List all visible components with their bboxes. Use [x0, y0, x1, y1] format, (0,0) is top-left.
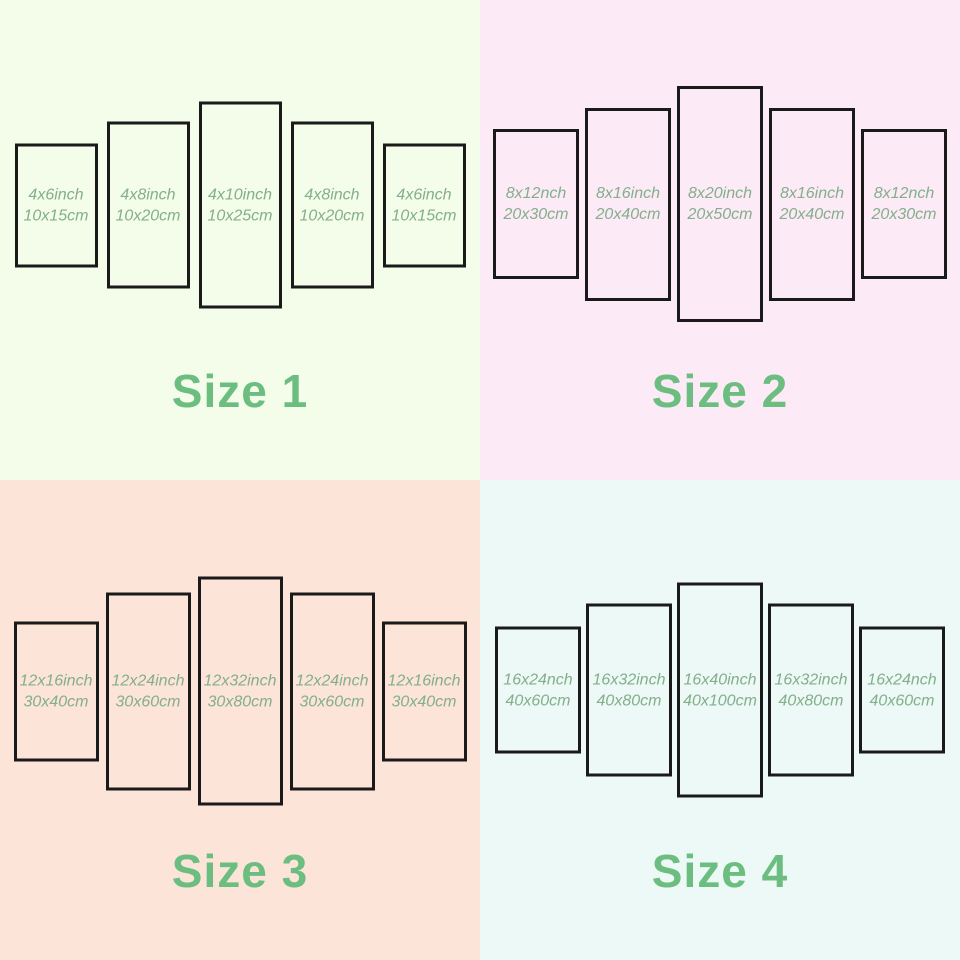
panel-size-inch: 16x24nch: [503, 671, 573, 688]
panel-size-cm: 40x60cm: [505, 692, 571, 709]
canvas-panel: 12x24inch 30x60cm: [105, 592, 191, 790]
panel-size-inch: 4x10inch: [207, 186, 273, 203]
canvas-panel: 16x32inch 40x80cm: [768, 603, 854, 777]
canvas-panel: 8x12nch 20x30cm: [861, 129, 947, 279]
panel-group-size-1: 4x6inch 10x15cm 4x8inch 10x20cm 4x10inch…: [0, 101, 480, 309]
panel-size-inch: 4x8inch: [304, 186, 360, 203]
panel-size-cm: 40x100cm: [683, 692, 757, 709]
panel-size-cm: 10x20cm: [115, 207, 181, 224]
panel-size-inch: 8x12nch: [873, 185, 935, 202]
panel-group-size-2: 8x12nch 20x30cm 8x16inch 20x40cm 8x20inc…: [480, 86, 960, 322]
size-title: Size 4: [651, 845, 789, 897]
panel-size-inch: 12x32inch: [203, 672, 277, 689]
panel-size-inch: 16x24nch: [867, 671, 937, 688]
panel-size-inch: 4x6inch: [396, 186, 452, 203]
panel-size-cm: 10x15cm: [391, 207, 457, 224]
size-title: Size 1: [171, 365, 309, 417]
canvas-panel: 8x16inch 20x40cm: [769, 107, 855, 301]
quadrant-size-1: 4x6inch 10x15cm 4x8inch 10x20cm 4x10inch…: [0, 0, 480, 480]
panel-size-inch: 16x32inch: [774, 671, 848, 688]
panel-size-cm: 20x30cm: [871, 206, 937, 223]
panel-size-cm: 40x60cm: [869, 692, 935, 709]
canvas-panel: 16x24nch 40x60cm: [859, 626, 945, 754]
panel-size-cm: 20x40cm: [595, 206, 661, 223]
canvas-panel: 4x6inch 10x15cm: [14, 143, 98, 267]
canvas-panel: 12x24inch 30x60cm: [289, 592, 375, 790]
canvas-panel: 8x20inch 20x50cm: [677, 86, 763, 322]
panel-size-inch: 12x24inch: [111, 672, 185, 689]
panel-size-inch: 4x6inch: [28, 186, 84, 203]
panel-size-cm: 10x15cm: [23, 207, 89, 224]
panel-size-inch: 12x24inch: [295, 672, 369, 689]
panel-size-cm: 30x40cm: [23, 693, 89, 710]
canvas-panel: 4x8inch 10x20cm: [106, 121, 190, 289]
panel-size-cm: 30x60cm: [115, 693, 181, 710]
canvas-panel: 8x16inch 20x40cm: [585, 107, 671, 301]
panel-size-inch: 4x8inch: [120, 186, 176, 203]
panel-size-cm: 40x80cm: [778, 692, 844, 709]
panel-size-inch: 8x16inch: [595, 185, 661, 202]
panel-size-inch: 8x20inch: [687, 185, 753, 202]
canvas-panel: 4x8inch 10x20cm: [290, 121, 374, 289]
panel-size-inch: 8x16inch: [779, 185, 845, 202]
panel-size-cm: 30x60cm: [299, 693, 365, 710]
size-title: Size 2: [651, 365, 789, 417]
canvas-panel: 12x16inch 30x40cm: [381, 621, 467, 761]
canvas-panel: 12x16inch 30x40cm: [13, 621, 99, 761]
panel-size-cm: 20x50cm: [687, 206, 753, 223]
panel-size-cm: 10x25cm: [207, 207, 273, 224]
panel-group-size-4: 16x24nch 40x60cm 16x32inch 40x80cm 16x40…: [480, 582, 960, 798]
canvas-panel: 12x32inch 30x80cm: [197, 576, 283, 806]
panel-size-cm: 20x30cm: [503, 206, 569, 223]
quadrant-size-4: 16x24nch 40x60cm 16x32inch 40x80cm 16x40…: [480, 480, 960, 960]
quadrant-size-3: 12x16inch 30x40cm 12x24inch 30x60cm 12x3…: [0, 480, 480, 960]
panel-size-inch: 12x16inch: [387, 672, 461, 689]
panel-size-inch: 12x16inch: [19, 672, 93, 689]
canvas-panel: 4x10inch 10x25cm: [198, 101, 282, 309]
canvas-panel: 16x40inch 40x100cm: [677, 582, 763, 798]
panel-size-cm: 30x40cm: [391, 693, 457, 710]
canvas-panel: 16x24nch 40x60cm: [495, 626, 581, 754]
panel-size-inch: 16x32inch: [592, 671, 666, 688]
panel-size-inch: 16x40inch: [683, 671, 757, 688]
size-title: Size 3: [171, 845, 309, 897]
canvas-panel: 16x32inch 40x80cm: [586, 603, 672, 777]
panel-size-cm: 10x20cm: [299, 207, 365, 224]
canvas-panel: 8x12nch 20x30cm: [493, 129, 579, 279]
panel-size-cm: 20x40cm: [779, 206, 845, 223]
panel-group-size-3: 12x16inch 30x40cm 12x24inch 30x60cm 12x3…: [0, 576, 480, 806]
quadrant-size-2: 8x12nch 20x30cm 8x16inch 20x40cm 8x20inc…: [480, 0, 960, 480]
canvas-panel: 4x6inch 10x15cm: [382, 143, 466, 267]
panel-size-cm: 40x80cm: [596, 692, 662, 709]
panel-size-cm: 30x80cm: [207, 693, 273, 710]
panel-size-inch: 8x12nch: [505, 185, 567, 202]
